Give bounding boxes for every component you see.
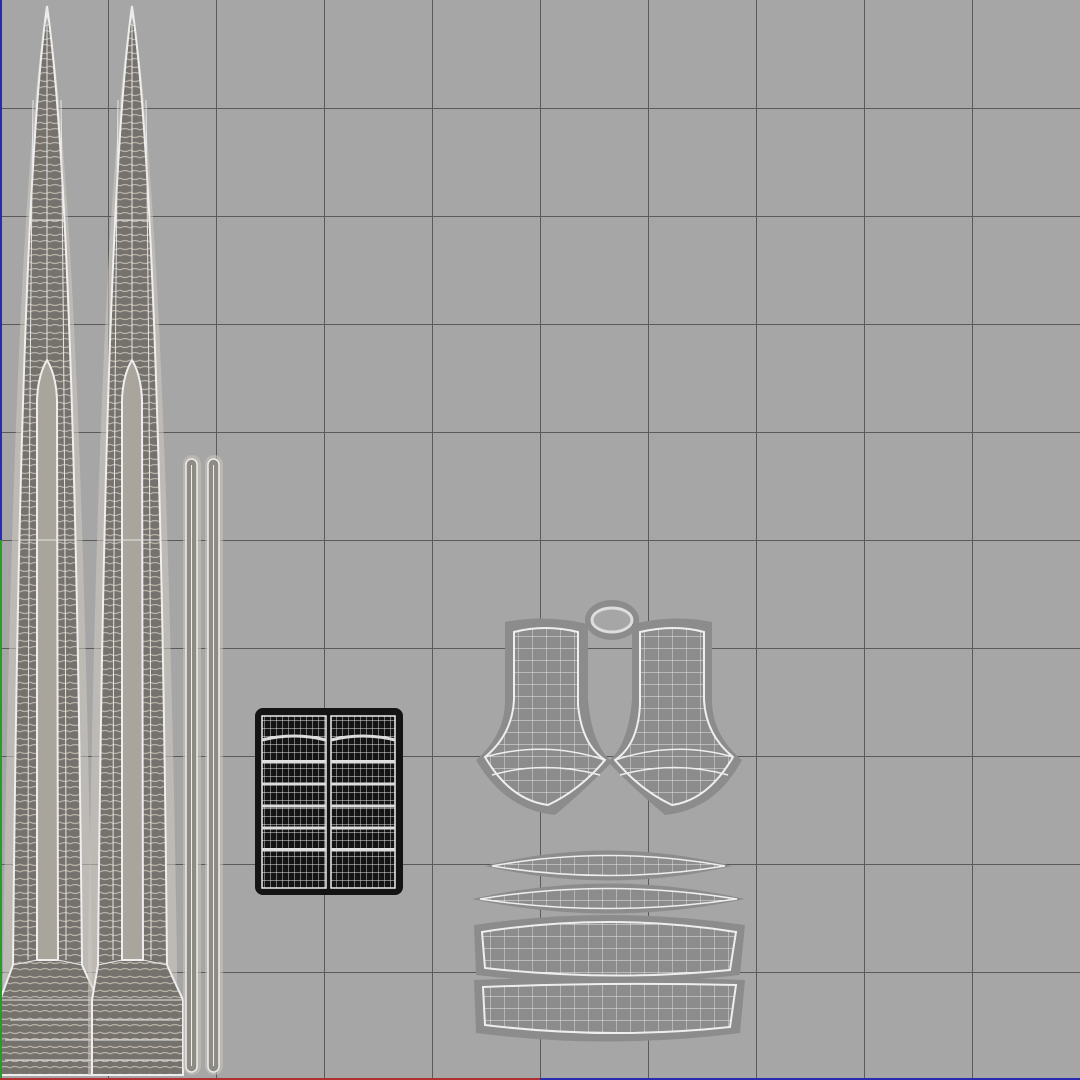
uv-shell-lens-1[interactable]	[485, 850, 732, 881]
uv-shell-guard-left[interactable]	[476, 618, 612, 815]
uv-shell-grip-block[interactable]	[255, 708, 403, 895]
uv-shell-rod-1[interactable]	[183, 455, 201, 1075]
uv-shell-lens-2[interactable]	[472, 883, 745, 914]
uv-shell-ring[interactable]	[585, 600, 639, 640]
uv-shell-blade-2[interactable]	[88, 5, 184, 1076]
uv-shell-blade-1[interactable]	[0, 5, 99, 1076]
uv-shell-band-1[interactable]	[474, 915, 745, 983]
uv-shell-band-2[interactable]	[474, 977, 745, 1042]
uv-shell-guard-right[interactable]	[608, 618, 742, 815]
uv-shell-rod-2[interactable]	[205, 455, 223, 1075]
